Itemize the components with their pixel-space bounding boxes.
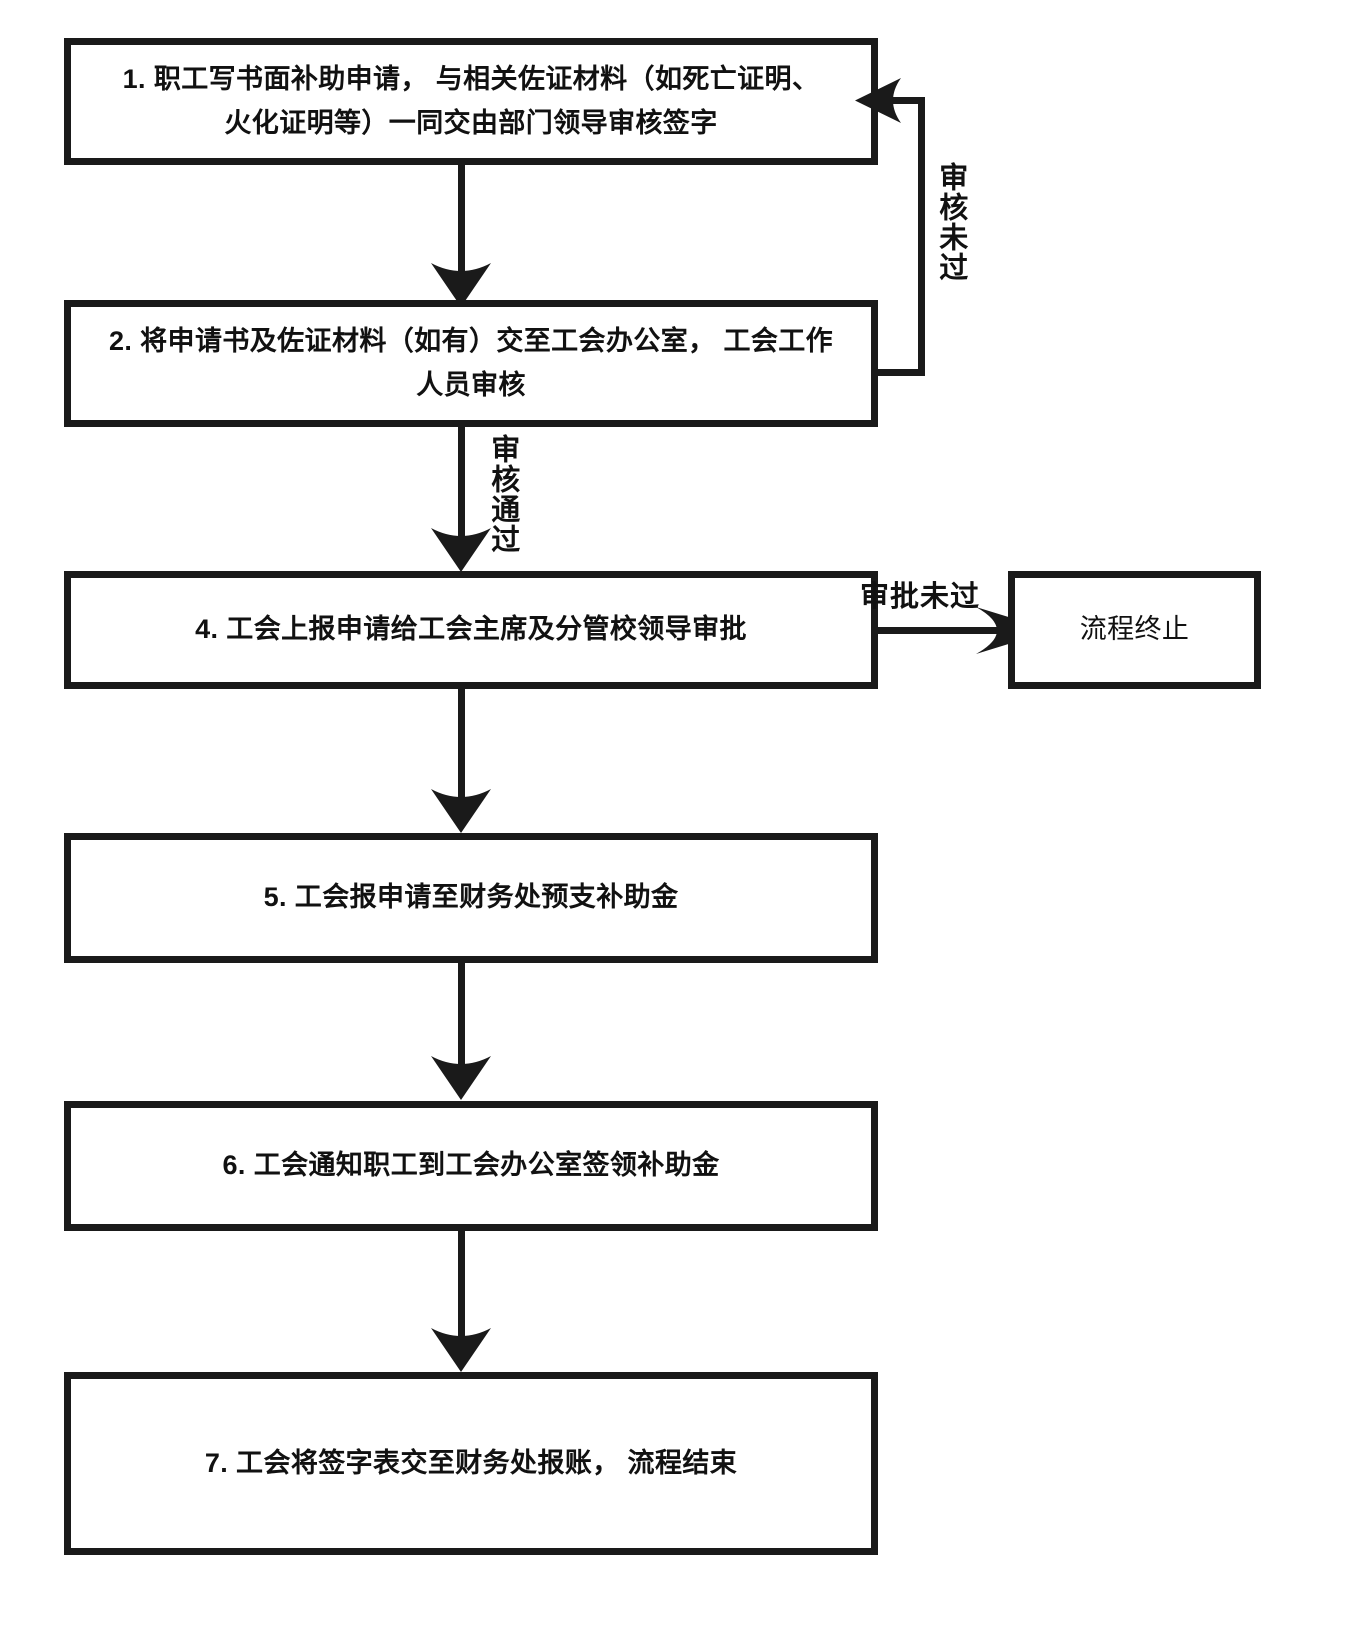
node-step-2-label: 2. 将申请书及佐证材料（如有）交至工会办公室， 工会工作 人员审核 [108,325,834,400]
node-step-2[interactable]: 2. 将申请书及佐证材料（如有）交至工会办公室， 工会工作 人员审核 [64,300,878,427]
node-terminate-label: 流程终止 [1079,614,1190,645]
node-step-6-label: 6. 工会通知职工到工会办公室签领补助金 [222,1150,720,1181]
arrowhead-down-step2 [429,263,493,307]
arrowhead-down-step5 [429,789,493,833]
edge-label-review-passed: 审核通过 [486,434,519,554]
loop-bottom-segment [871,369,925,376]
arrowhead-left-step1 [855,78,901,123]
node-terminate[interactable]: 流程终止 [1008,571,1261,689]
node-step-5-label: 5. 工会报申请至财务处预支补助金 [263,882,679,913]
loop-right-segment [918,97,925,376]
edge-label-review-failed: 审核未过 [934,162,967,282]
arrowhead-down-step6 [429,1056,493,1100]
connector-step6-step7 [458,1231,465,1336]
connector-step4-step5 [458,689,465,799]
connector-step1-step2 [458,165,465,275]
node-step-4[interactable]: 4. 工会上报申请给工会主席及分管校领导审批 [64,571,878,689]
node-step-6[interactable]: 6. 工会通知职工到工会办公室签领补助金 [64,1101,878,1231]
node-step-7-label: 7. 工会将签字表交至财务处报账， 流程结束 [204,1447,738,1478]
arrowhead-down-step4 [429,528,493,572]
edge-label-approval-failed: 审批未过 [860,581,981,613]
node-step-1-label: 1. 职工写书面补助申请， 与相关佐证材料（如死亡证明、 火化证明等）一同交由部… [122,63,820,138]
connector-step5-step6 [458,963,465,1065]
arrowhead-down-step7 [429,1328,493,1372]
node-step-1[interactable]: 1. 职工写书面补助申请， 与相关佐证材料（如死亡证明、 火化证明等）一同交由部… [64,38,878,165]
node-step-5[interactable]: 5. 工会报申请至财务处预支补助金 [64,833,878,963]
connector-step4-terminate [878,627,1004,634]
loop-top-segment [893,97,925,104]
connector-step2-step4 [458,427,465,539]
node-step-7[interactable]: 7. 工会将签字表交至财务处报账， 流程结束 [64,1372,878,1555]
node-step-4-label: 4. 工会上报申请给工会主席及分管校领导审批 [195,614,747,645]
